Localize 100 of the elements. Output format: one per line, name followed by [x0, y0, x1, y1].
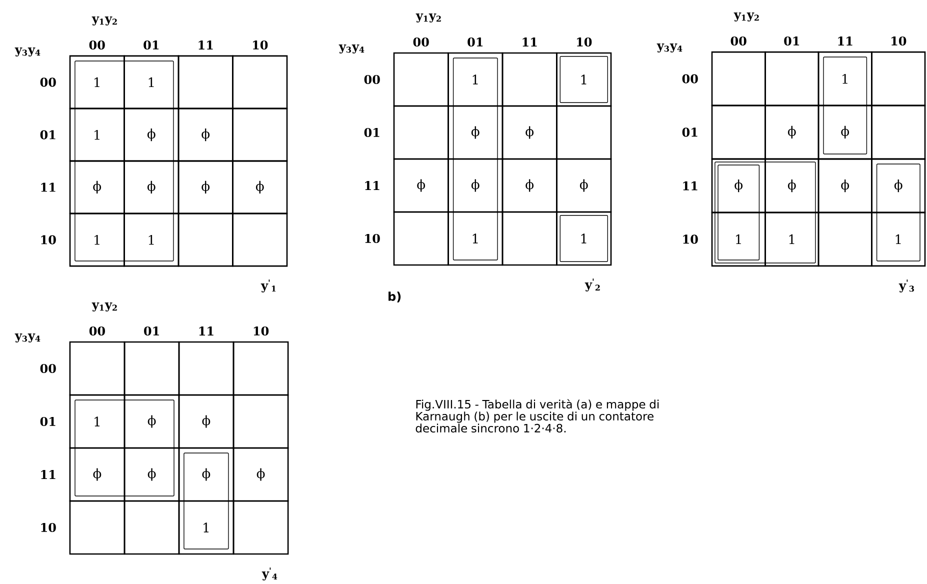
karnaugh-cell [711, 104, 766, 160]
karnaugh-cell: ϕ [178, 394, 234, 449]
karnaugh-cell: ϕ [818, 158, 872, 214]
karnaugh-cell: ϕ [69, 447, 126, 502]
karnaugh-cell: 1 [711, 212, 766, 267]
karnaugh-cell [393, 211, 449, 266]
column-label: 11 [199, 326, 214, 336]
karnaugh-cell: 1 [124, 212, 180, 267]
karnaugh-cell: ϕ [124, 160, 180, 214]
column-label: 01 [144, 326, 159, 336]
karnaugh-cell: 1 [69, 108, 125, 162]
karnaugh-cell: 1 [178, 500, 234, 555]
column-label: 10 [253, 40, 268, 50]
karnaugh-cell: ϕ [178, 447, 234, 502]
column-label: 00 [89, 326, 105, 336]
caption: Fig.VIII.15 - Tabella di verità (a) e mappe di Karnaugh (b) per le uscite di un contatore decimale sincrono 1·2·4·8. [416, 399, 659, 433]
column-label: 10 [254, 326, 269, 336]
karnaugh-cell: ϕ [502, 105, 558, 160]
karnaugh-cell [232, 212, 288, 267]
karnaugh-cell [232, 394, 289, 449]
karnaugh-cell: ϕ [764, 104, 820, 160]
variable-label: y$_{1}$y$_{2}$ [734, 12, 759, 22]
grouping-loop [876, 164, 920, 262]
karnaugh-cell [393, 105, 449, 160]
karnaugh-cell: 1 [448, 211, 504, 266]
karnaugh-cell [764, 51, 820, 106]
karnaugh-cell [502, 52, 558, 107]
karnaugh-cell: 1 [448, 52, 504, 107]
row-label: 00 [682, 74, 698, 84]
karnaugh-cell: 1 [124, 55, 180, 110]
karnaugh-cell [232, 500, 289, 555]
row-label: 00 [40, 78, 56, 87]
karnaugh-cell: ϕ [448, 158, 504, 213]
karnaugh-cell: ϕ [124, 447, 180, 502]
karnaugh-cell [393, 52, 449, 107]
karnaugh-cell [502, 211, 558, 266]
karnaugh-cell: ϕ [178, 108, 234, 162]
column-label: 00 [413, 37, 429, 47]
row-label: 01 [364, 128, 380, 138]
karnaugh-cell: ϕ [393, 158, 449, 213]
grouping-loop [74, 400, 174, 496]
karnaugh-cell: ϕ [711, 158, 766, 214]
column-label: 00 [89, 40, 105, 50]
karnaugh-cell [871, 51, 926, 106]
karnaugh-cell: ϕ [232, 447, 289, 502]
row-label: 10 [41, 235, 56, 244]
karnaugh-cell [818, 212, 872, 267]
column-label: 11 [522, 38, 537, 46]
row-label: 10 [41, 522, 56, 532]
karnaugh-cell [232, 108, 288, 162]
variable-label: y$_{1}$y$_{2}$ [92, 302, 117, 312]
row-label: 11 [41, 182, 56, 192]
karnaugh-cell [178, 341, 234, 396]
karnaugh-cell: ϕ [232, 160, 288, 214]
row-label: 11 [41, 470, 56, 479]
karnaugh-cell: 1 [69, 394, 126, 449]
karnaugh-cell: ϕ [556, 158, 612, 213]
karnaugh-cell [871, 104, 926, 160]
row-label: 01 [682, 128, 698, 137]
karnaugh-cell [124, 341, 180, 396]
variable-label: y$_{3}$y$_{4}$ [656, 44, 682, 52]
column-label: 11 [838, 36, 852, 46]
karnaugh-cell [178, 212, 234, 267]
karnaugh-cell [232, 55, 288, 110]
output-label: y$^{'}$2 [584, 278, 600, 292]
row-label: 01 [40, 416, 56, 426]
variable-label: y$_{3}$y$_{4}$ [14, 334, 40, 342]
row-label: 00 [40, 364, 56, 374]
grouping-loop [823, 56, 868, 154]
karnaugh-cell: 1 [818, 51, 872, 106]
karnaugh-cell: ϕ [871, 158, 926, 214]
karnaugh-cell: 1 [871, 212, 926, 267]
output-label: y$^{'}$4 [262, 568, 278, 580]
karnaugh-cell: 1 [69, 55, 125, 110]
variable-label: y$_{3}$y$_{4}$ [338, 44, 364, 54]
variable-label: y$_{1}$y$_{2}$ [92, 16, 117, 26]
karnaugh-cell: ϕ [502, 158, 558, 213]
karnaugh-cell: ϕ [764, 158, 820, 214]
panel-label: b) [388, 292, 401, 302]
variable-label: y$_{1}$y$_{2}$ [416, 14, 441, 22]
karnaugh-cell: 1 [556, 52, 612, 107]
grouping-loop [452, 58, 498, 260]
karnaugh-cell [711, 51, 766, 106]
column-label: 10 [892, 36, 906, 46]
karnaugh-cell: ϕ [124, 394, 180, 449]
karnaugh-cell [232, 341, 289, 396]
row-label: 00 [364, 74, 380, 84]
karnaugh-cell: ϕ [818, 104, 872, 160]
karnaugh-cell [69, 341, 126, 396]
karnaugh-cell [556, 105, 612, 160]
row-label: 10 [683, 234, 698, 244]
row-label: 11 [365, 181, 380, 190]
grouping-loop [714, 162, 816, 264]
output-label: y$^{'}$3 [898, 280, 914, 292]
row-label: 10 [365, 234, 380, 244]
grouping-loop [184, 452, 229, 550]
column-label: 10 [577, 37, 592, 47]
column-label: 01 [784, 36, 800, 46]
karnaugh-cell [69, 500, 126, 555]
karnaugh-cell: ϕ [178, 160, 234, 214]
